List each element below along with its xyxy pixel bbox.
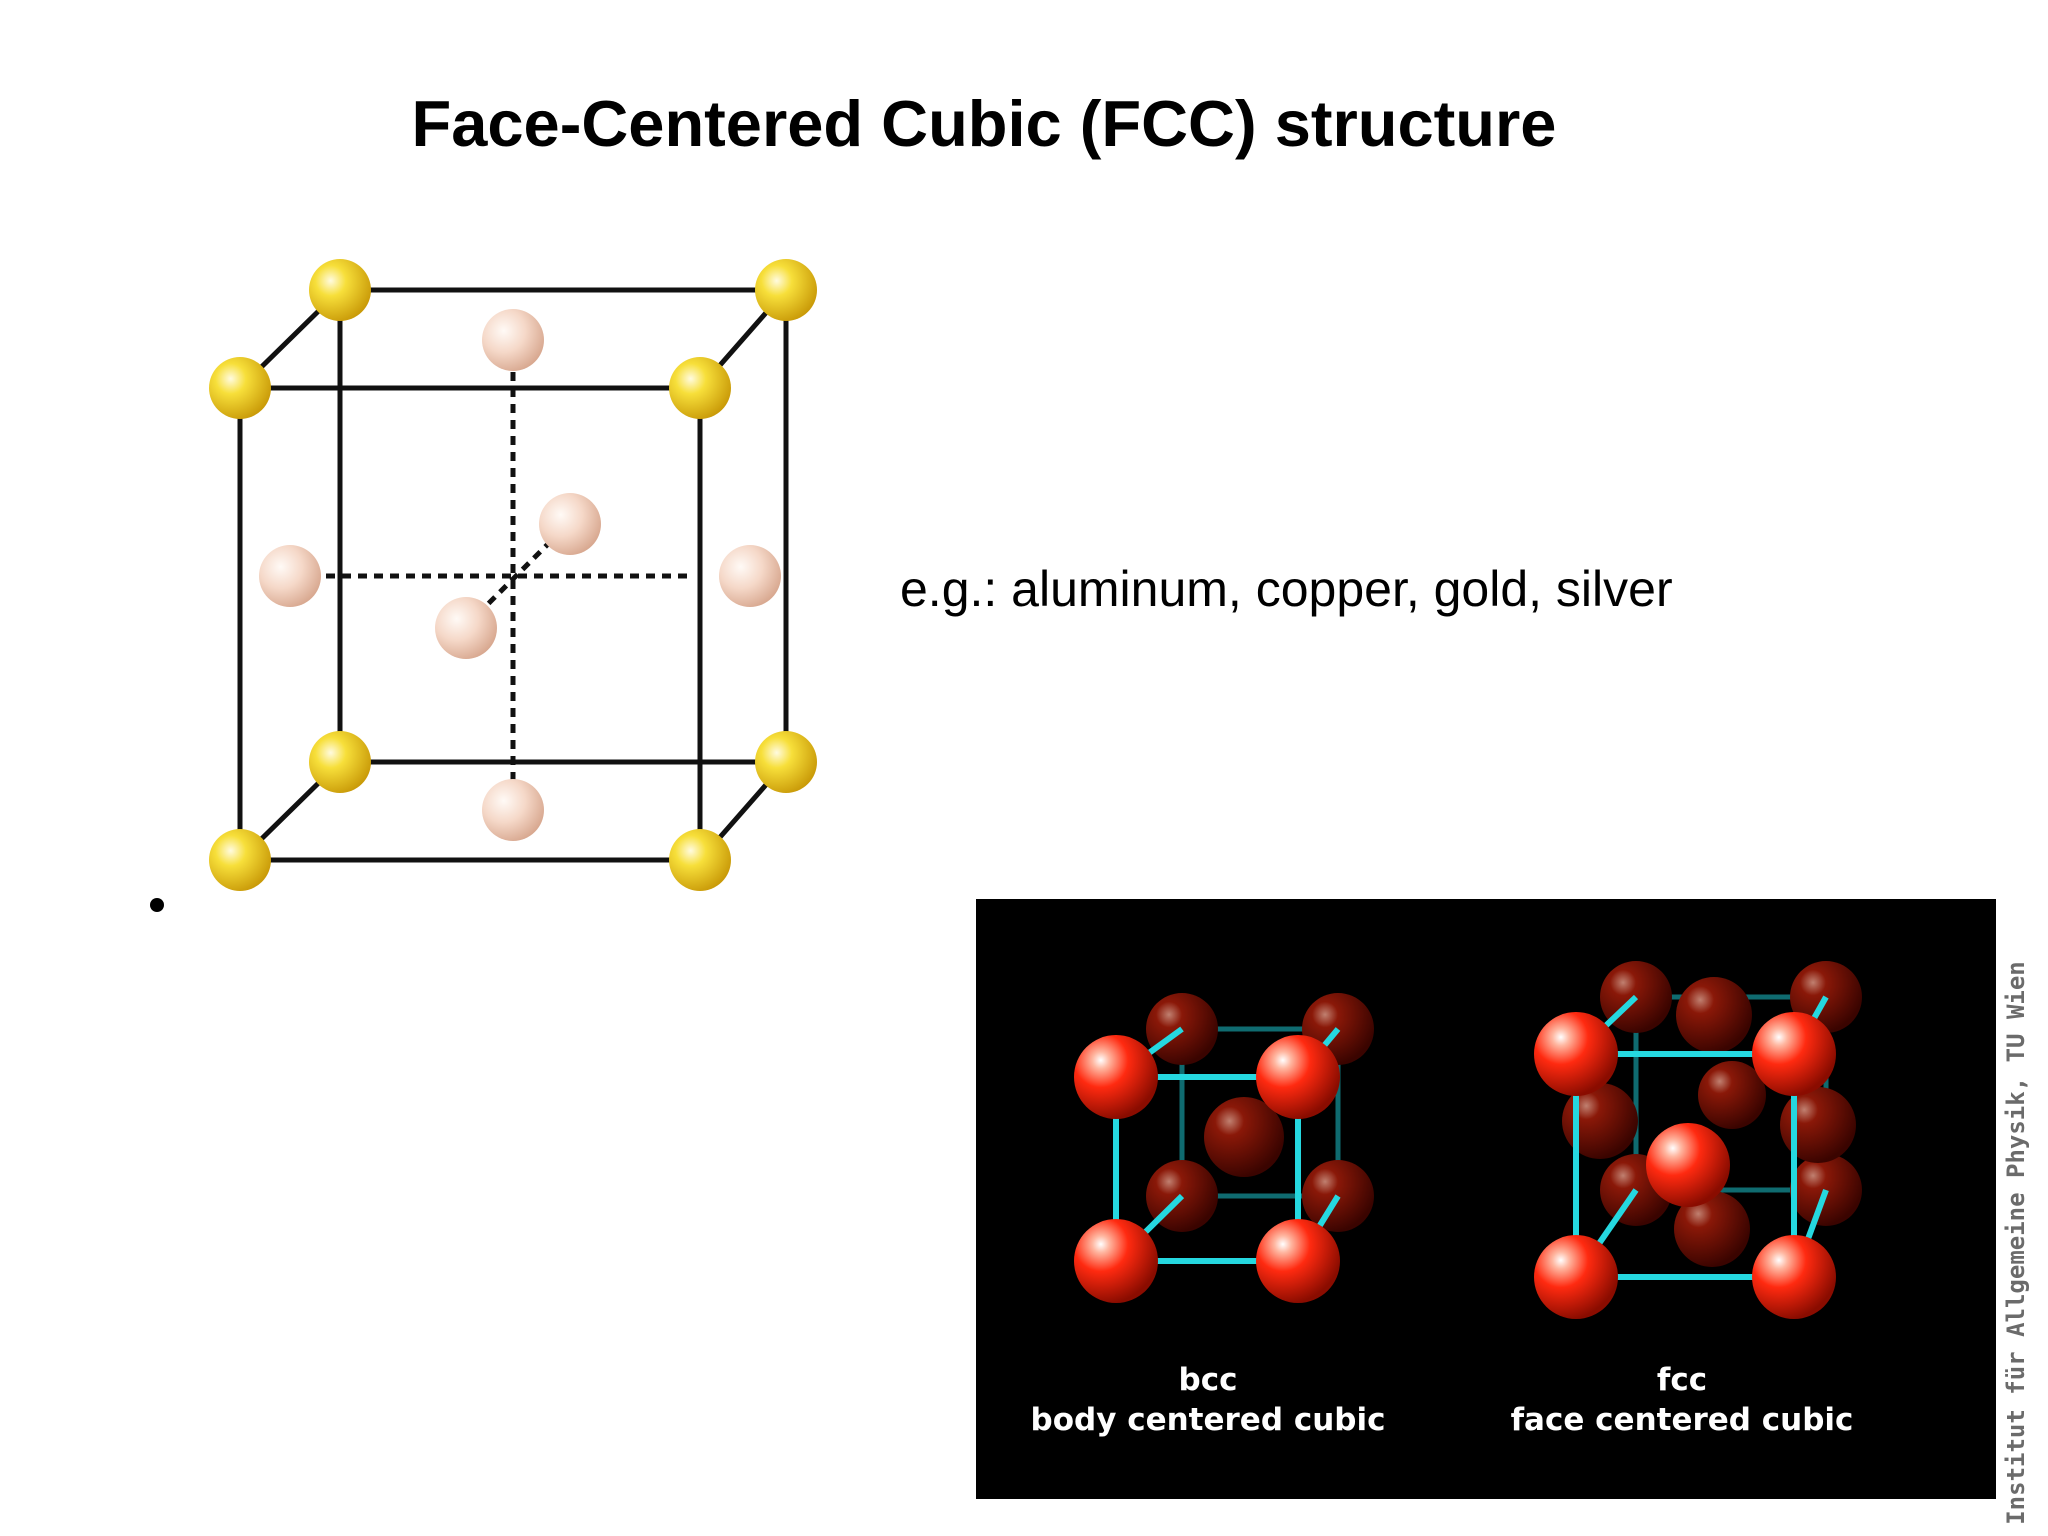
corner-atoms — [209, 259, 817, 891]
corner-atom — [309, 731, 371, 793]
face-atom-top — [482, 309, 544, 371]
fcc-cell — [1534, 961, 1862, 1319]
fcc-unit-cell-diagram — [209, 259, 817, 891]
face-atom-front — [435, 597, 497, 659]
fcc-front-face-atom — [1646, 1123, 1730, 1207]
corner-atom — [669, 357, 731, 419]
corner-atom — [209, 357, 271, 419]
corner-atom — [755, 259, 817, 321]
slide-title: Face-Centered Cubic (FCC) structure — [411, 87, 1557, 160]
face-atoms — [259, 309, 781, 841]
bullet-point — [150, 898, 164, 912]
bcc-fcc-comparison-image: bcc body centered cubic fcc face centere… — [976, 899, 1996, 1499]
examples-text: e.g.: aluminum, copper, gold, silver — [900, 561, 1673, 617]
fcc-full-name: face centered cubic — [1511, 1402, 1854, 1438]
bcc-label: bcc — [1179, 1362, 1238, 1398]
face-atom-left — [259, 545, 321, 607]
image-credit-text: Institut für Allgemeine Physik, TU Wien — [2002, 961, 2030, 1525]
face-atom-back — [539, 493, 601, 555]
corner-atom — [669, 829, 731, 891]
image-credit-watermark: Institut für Allgemeine Physik, TU Wien — [1998, 961, 2034, 1525]
bcc-full-name: body centered cubic — [1031, 1402, 1386, 1438]
fcc-label: fcc — [1657, 1362, 1707, 1398]
face-atom-right — [719, 545, 781, 607]
bcc-cell — [1074, 993, 1374, 1303]
corner-atom — [309, 259, 371, 321]
corner-atom — [209, 829, 271, 891]
bcc-body-atom — [1204, 1097, 1284, 1177]
corner-atom — [755, 731, 817, 793]
face-atom-bottom — [482, 779, 544, 841]
